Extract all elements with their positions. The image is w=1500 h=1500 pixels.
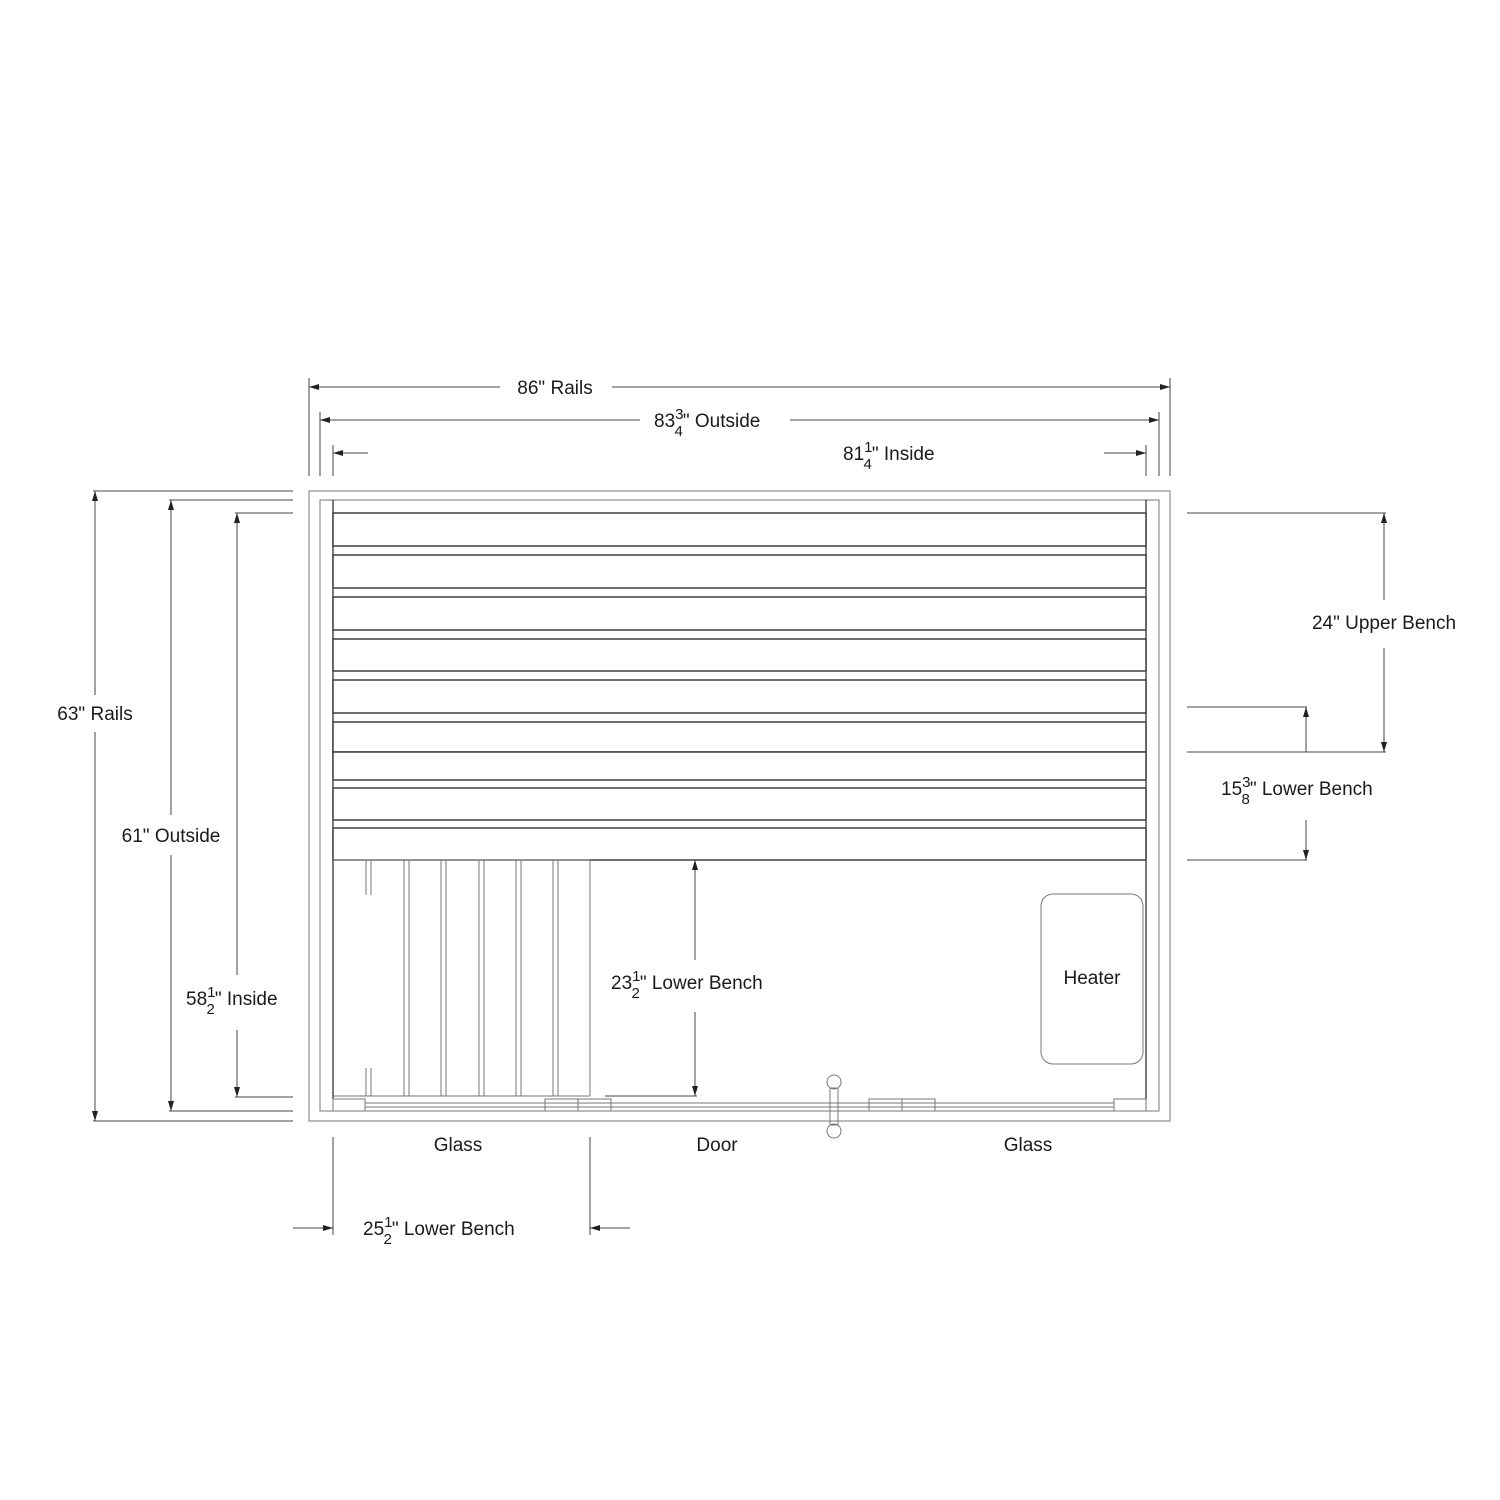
depth-rails-label: 63" Rails <box>57 704 132 725</box>
width-dimensions <box>308 378 1171 476</box>
door-label: Door <box>696 1135 738 1156</box>
glass-right-label: Glass <box>1004 1135 1053 1156</box>
glass-front <box>332 1098 1147 1112</box>
heater-label: Heater <box>1063 968 1121 989</box>
width-rails-label: 86" Rails <box>517 378 592 399</box>
upper-bench-label: 24" Upper Bench <box>1312 613 1456 634</box>
lower-bench <box>333 859 591 1097</box>
glass-left-label: Glass <box>434 1135 483 1156</box>
door-handle <box>826 1074 842 1139</box>
upper-bench <box>332 512 1147 861</box>
heater <box>1040 893 1144 1065</box>
depth-dimensions <box>92 490 293 1122</box>
bench-dimensions-right <box>1187 512 1387 861</box>
lower-bench-dimensions <box>293 860 698 1235</box>
depth-outside-label: 61" Outside <box>122 826 221 847</box>
